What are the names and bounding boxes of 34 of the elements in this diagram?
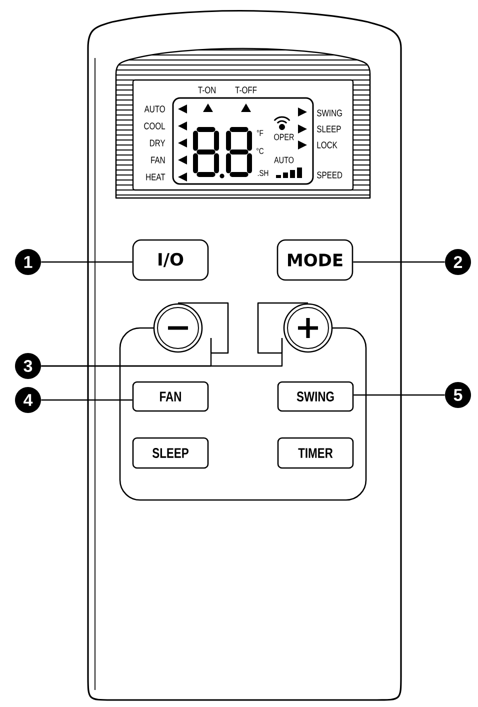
button: SLEEP <box>132 437 209 469</box>
display-label: AUTO <box>144 106 165 112</box>
leader-line <box>354 394 445 396</box>
display-label: T-ON <box>198 86 216 94</box>
button: MODE <box>276 239 354 281</box>
display-label: LOCK <box>317 142 338 148</box>
display-label: SLEEP <box>317 126 341 132</box>
display-label: HEAT <box>146 174 166 180</box>
leader-line <box>41 399 132 401</box>
display-label: FAN <box>151 156 165 164</box>
callout-number: 3 <box>15 353 41 379</box>
button: TIMER <box>277 437 354 469</box>
callout-number: 4 <box>15 387 41 413</box>
display-label: °C <box>256 148 264 154</box>
button: SWING <box>277 381 354 412</box>
display-label: OPER <box>274 134 294 140</box>
display-label: °F <box>256 130 264 136</box>
display-label: AUTO <box>274 156 294 164</box>
callout-number: 2 <box>445 249 471 275</box>
callout-number: 5 <box>445 382 471 408</box>
button: I/O <box>132 239 209 281</box>
leader-line <box>41 261 132 263</box>
display-label: COOL <box>144 122 166 130</box>
display-label: .SH <box>258 170 268 176</box>
display-label: SWING <box>317 110 342 116</box>
leader-line <box>41 353 283 367</box>
leader-line <box>353 261 445 263</box>
display-label: DRY <box>150 140 166 146</box>
button: FAN <box>132 381 209 412</box>
display-label: SPEED <box>317 172 342 178</box>
display-label: T-OFF <box>235 86 257 94</box>
plus-button <box>257 302 333 354</box>
callout-number: 1 <box>15 249 41 275</box>
minus-button <box>153 302 229 354</box>
